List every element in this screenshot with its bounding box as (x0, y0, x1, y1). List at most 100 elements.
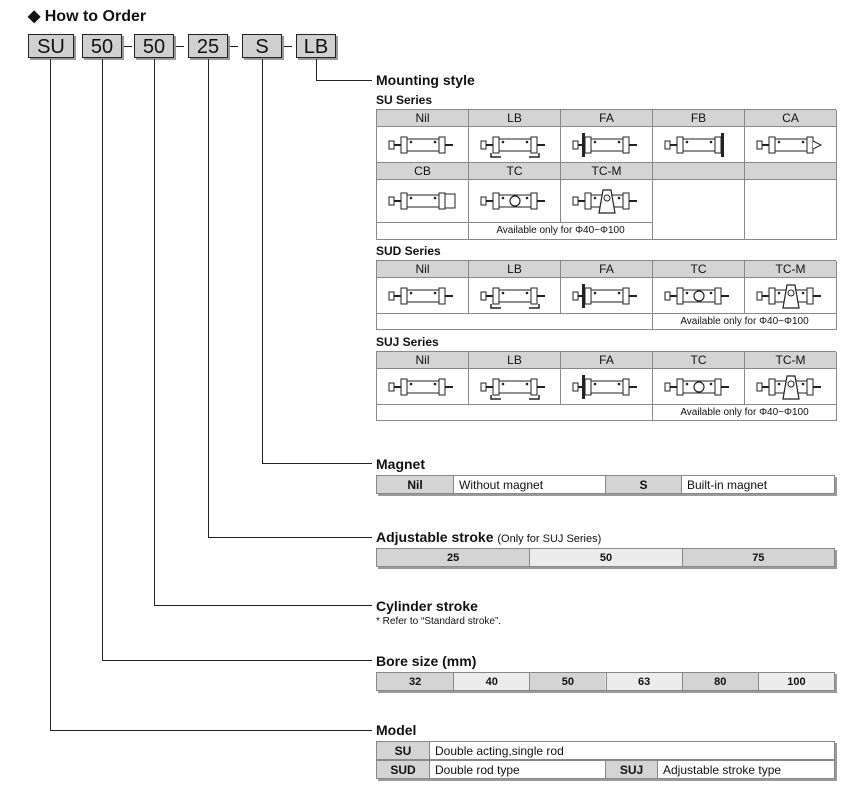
mounting-sketch (561, 369, 653, 405)
model-sud-key: SUD (377, 761, 429, 778)
bore-size-option: 32 (377, 673, 454, 690)
mounting-code-header: Nil (377, 261, 469, 278)
mounting-sketch (745, 278, 837, 314)
leader-line (50, 730, 372, 731)
mounting-sketch (561, 278, 653, 314)
mounting-sketch (377, 127, 469, 163)
su-availability-note: Available only for Φ40~Φ100 (469, 223, 653, 240)
su-series-title: SU Series (376, 93, 433, 107)
code-separator (176, 46, 184, 47)
mounting-empty-cell (377, 405, 653, 421)
mounting-sketch (469, 180, 561, 223)
model-suj-key: SUJ (605, 761, 657, 778)
model-su-value: Double acting,single rod (429, 742, 834, 759)
cylinder-sketch-icon (664, 132, 724, 157)
mounting-sketch (745, 127, 837, 163)
mounting-empty-cell (745, 180, 837, 240)
magnet-s-value: Built-in magnet (681, 476, 834, 493)
adjustable-stroke-option: 75 (681, 549, 834, 566)
mounting-sketch (377, 369, 469, 405)
code-model: SU (28, 34, 74, 58)
mounting-code-header: TC-M (745, 261, 837, 278)
mounting-sketch (469, 127, 561, 163)
cylinder-sketch-icon (572, 132, 637, 157)
mounting-sketch (377, 278, 469, 314)
mounting-sketch (745, 369, 837, 405)
leader-line (50, 59, 51, 730)
bore-size-option: 50 (529, 673, 606, 690)
mounting-sketch (561, 180, 653, 223)
suj-series-title: SUJ Series (376, 335, 439, 349)
mounting-code-header: CB (377, 163, 469, 180)
leader-line (154, 605, 372, 606)
mounting-code-header: FB (653, 110, 745, 127)
code-stroke: 50 (134, 34, 174, 58)
sud-series-title: SUD Series (376, 244, 441, 258)
bore-size-option: 80 (681, 673, 758, 690)
leader-line (154, 59, 155, 605)
code-mounting: LB (296, 34, 336, 58)
cylinder-sketch-icon (388, 136, 453, 153)
mounting-sketch (561, 127, 653, 163)
leader-line (208, 537, 372, 538)
adjustable-stroke-label: Adjustable stroke (376, 529, 494, 545)
cylinder-sketch-icon (756, 136, 822, 153)
cylinder-sketch-icon (480, 136, 545, 158)
mounting-sketch (469, 278, 561, 314)
bore-size-option: 40 (453, 673, 530, 690)
cylinder-sketch-icon (480, 192, 545, 210)
code-magnet: S (242, 34, 282, 58)
code-separator (124, 46, 132, 47)
mounting-empty-cell (377, 223, 469, 240)
mounting-code-header (745, 163, 837, 180)
bore-size-title: Bore size (mm) (376, 653, 477, 669)
mounting-code-header: Nil (377, 110, 469, 127)
suj-availability-note: Available only for Φ40~Φ100 (653, 405, 837, 421)
mounting-code-header: FA (561, 261, 653, 278)
mounting-code-header: LB (469, 352, 561, 369)
mounting-code-header: TC (653, 261, 745, 278)
magnet-nil-key: Nil (377, 476, 453, 493)
leader-line (316, 59, 317, 80)
code-adjustable: 25 (188, 34, 228, 58)
mounting-code-header: TC (653, 352, 745, 369)
cylinder-sketch-icon (388, 287, 453, 304)
model-su-key: SU (377, 742, 429, 759)
leader-line (262, 59, 263, 463)
model-suj-value: Adjustable stroke type (657, 761, 834, 778)
mounting-empty-cell (377, 314, 653, 330)
bore-size-option: 100 (757, 673, 834, 690)
adjustable-stroke-note: (Only for SUJ Series) (497, 533, 602, 545)
mounting-code-header: CA (745, 110, 837, 127)
magnet-nil-value: Without magnet (453, 476, 605, 493)
leader-line (102, 59, 103, 660)
cylinder-sketch-icon (388, 378, 453, 395)
cylinder-sketch-icon (388, 192, 455, 210)
cylinder-sketch-icon (480, 378, 545, 400)
mounting-sketch (377, 180, 469, 223)
adjustable-stroke-option: 50 (529, 549, 682, 566)
model-sud-value: Double rod type (429, 761, 605, 778)
cylinder-sketch-icon (572, 374, 637, 399)
cylinder-sketch-icon (664, 378, 729, 395)
bore-size-option: 63 (605, 673, 682, 690)
mounting-code-header: TC-M (561, 163, 653, 180)
leader-line (316, 80, 372, 81)
mounting-sketch (653, 369, 745, 405)
mounting-code-header (653, 163, 745, 180)
mounting-code-header: FA (561, 352, 653, 369)
adjustable-stroke-option: 25 (377, 549, 530, 566)
cylinder-sketch-icon (572, 189, 637, 214)
mounting-empty-cell (653, 180, 745, 240)
code-bore: 50 (82, 34, 122, 58)
mounting-code-header: FA (561, 110, 653, 127)
cylinder-sketch-icon (756, 283, 821, 309)
mounting-code-header: TC-M (745, 352, 837, 369)
mounting-code-header: TC (469, 163, 561, 180)
cylinder-sketch-icon (572, 283, 637, 308)
adjustable-stroke-title: Adjustable stroke (Only for SUJ Series) (376, 529, 601, 545)
model-row-sud: SUD Double rod type SUJ Adjustable strok… (376, 760, 835, 779)
